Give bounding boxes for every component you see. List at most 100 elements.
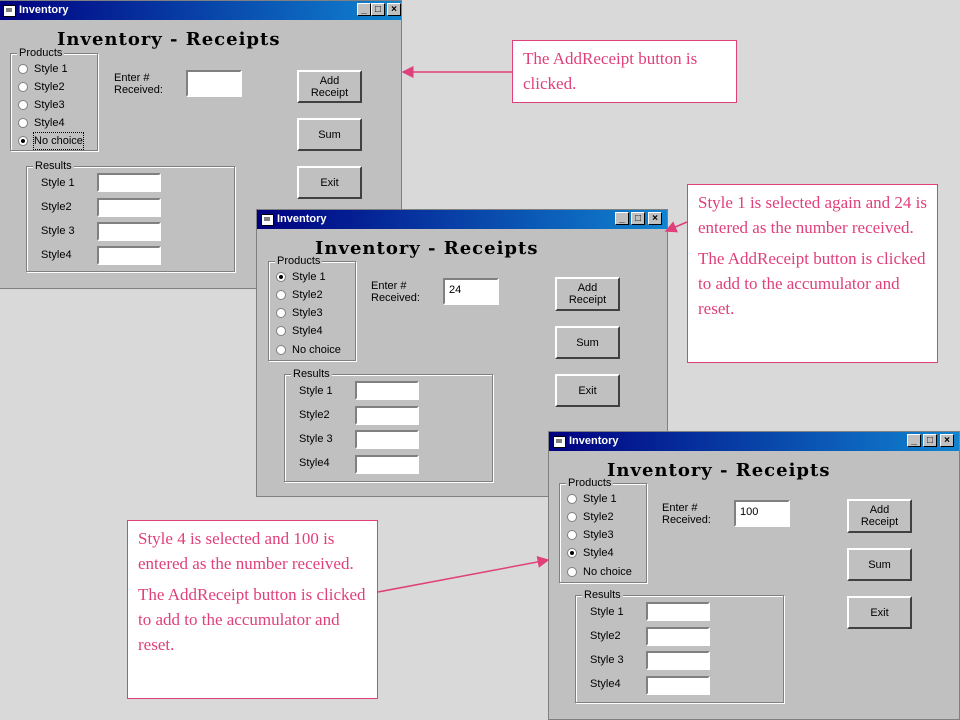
- results-group-label: Results: [291, 367, 332, 381]
- exit-button[interactable]: Exit: [297, 166, 362, 199]
- radio-circle-icon: [276, 345, 286, 355]
- result-label-style-2: Style2: [41, 201, 72, 213]
- radio-label: Style2: [34, 81, 65, 93]
- title-bar[interactable]: Inventory _ □ ×: [549, 432, 959, 451]
- radio-circle-icon: [567, 494, 577, 504]
- received-label: Received:: [371, 292, 420, 304]
- radio-label: No choice: [292, 344, 341, 356]
- window-title: Inventory: [19, 4, 69, 16]
- radio-circle-icon: [276, 308, 286, 318]
- add-receipt-label-line2: Receipt: [310, 86, 349, 99]
- radio-label: No choice: [33, 132, 84, 150]
- add-receipt-label-line1: Add: [869, 504, 890, 516]
- result-label-style-3: Style 3: [590, 654, 624, 666]
- radio-label: Style3: [292, 307, 323, 319]
- note-text: Style 4 is selected and 100 is entered a…: [138, 529, 354, 573]
- received-input[interactable]: 24: [443, 278, 499, 305]
- radio-circle-icon: [567, 530, 577, 540]
- form-heading: Inventory - Receipts: [315, 238, 539, 259]
- radio-selected-icon: [18, 136, 28, 146]
- inventory-window-1: Inventory _ □ × Inventory - Receipts Pro…: [0, 0, 402, 289]
- radio-label: Style4: [34, 117, 65, 129]
- minimize-button[interactable]: _: [357, 3, 371, 16]
- result-label-style-3: Style 3: [41, 225, 75, 237]
- close-button[interactable]: ×: [940, 434, 954, 447]
- result-field-style-2: [97, 198, 161, 217]
- result-label-style-1: Style 1: [299, 385, 333, 397]
- enter-label: Enter #: [114, 72, 150, 84]
- exit-button[interactable]: Exit: [847, 596, 912, 629]
- result-field-style-3: [355, 430, 419, 449]
- radio-selected-icon: [276, 272, 286, 282]
- products-group: Products Style 1 Style2 Style3 Style4 No…: [559, 476, 647, 583]
- radio-circle-icon: [18, 82, 28, 92]
- radio-label: Style3: [34, 99, 65, 111]
- enter-label: Enter #: [371, 280, 407, 292]
- arrow-note-3: [377, 556, 550, 593]
- sum-button[interactable]: Sum: [555, 326, 620, 359]
- close-button[interactable]: ×: [648, 212, 662, 225]
- add-receipt-label-line2: Receipt: [568, 294, 607, 306]
- received-label: Received:: [114, 84, 163, 96]
- radio-circle-icon: [18, 100, 28, 110]
- received-input[interactable]: 100: [734, 500, 790, 527]
- received-label: Received:: [662, 514, 711, 526]
- arrow-note-2: [664, 221, 688, 233]
- results-group: Results Style 1 Style2 Style 3 Style4: [284, 367, 493, 482]
- app-icon: [261, 214, 274, 226]
- app-icon: [553, 436, 566, 448]
- title-bar[interactable]: Inventory _ □ ×: [0, 1, 401, 20]
- enter-label: Enter #: [662, 502, 698, 514]
- annotation-note-2: Style 1 is selected again and 24 is ente…: [687, 184, 938, 363]
- radio-circle-icon: [276, 326, 286, 336]
- radio-circle-icon: [567, 567, 577, 577]
- radio-circle-icon: [18, 118, 28, 128]
- results-group: Results Style 1 Style2 Style 3 Style4: [575, 588, 784, 703]
- result-label-style-4: Style4: [299, 457, 330, 469]
- products-group-label: Products: [275, 254, 323, 268]
- window-title: Inventory: [569, 435, 619, 447]
- radio-label: Style 1: [292, 271, 326, 283]
- results-group-label: Results: [33, 159, 74, 173]
- received-input[interactable]: [186, 70, 242, 97]
- window-title: Inventory: [277, 213, 327, 225]
- sum-button[interactable]: Sum: [847, 548, 912, 581]
- maximize-button[interactable]: □: [923, 434, 937, 447]
- radio-circle-icon: [18, 64, 28, 74]
- form-heading: Inventory - Receipts: [57, 29, 281, 50]
- minimize-button[interactable]: _: [615, 212, 629, 225]
- radio-label: Style2: [583, 511, 614, 523]
- result-field-style-1: [355, 381, 419, 400]
- products-group: Products Style 1 Style2 Style3 Style4 No…: [10, 46, 98, 151]
- close-button[interactable]: ×: [387, 3, 401, 16]
- result-label-style-1: Style 1: [590, 606, 624, 618]
- sum-button[interactable]: Sum: [297, 118, 362, 151]
- maximize-button[interactable]: □: [371, 3, 385, 16]
- result-label-style-3: Style 3: [299, 433, 333, 445]
- radio-circle-icon: [276, 290, 286, 300]
- add-receipt-label-line1: Add: [319, 74, 340, 87]
- result-field-style-2: [646, 627, 710, 646]
- radio-label: Style2: [292, 289, 323, 301]
- maximize-button[interactable]: □: [631, 212, 645, 225]
- note-text: The AddReceipt button is clicked to add …: [698, 249, 926, 318]
- result-label-style-1: Style 1: [41, 177, 75, 189]
- app-icon: [3, 5, 16, 17]
- result-label-style-2: Style2: [299, 409, 330, 421]
- form-heading: Inventory - Receipts: [607, 460, 831, 481]
- note-text: The AddReceipt button is clicked.: [523, 49, 698, 93]
- result-field-style-4: [646, 676, 710, 695]
- result-label-style-4: Style4: [41, 249, 72, 261]
- products-group-label: Products: [17, 46, 65, 60]
- result-field-style-2: [355, 406, 419, 425]
- result-field-style-1: [646, 602, 710, 621]
- title-bar[interactable]: Inventory _ □ ×: [257, 210, 667, 229]
- result-field-style-4: [355, 455, 419, 474]
- add-receipt-label-line1: Add: [577, 282, 598, 294]
- exit-button[interactable]: Exit: [555, 374, 620, 407]
- minimize-button[interactable]: _: [907, 434, 921, 447]
- result-field-style-1: [97, 173, 161, 192]
